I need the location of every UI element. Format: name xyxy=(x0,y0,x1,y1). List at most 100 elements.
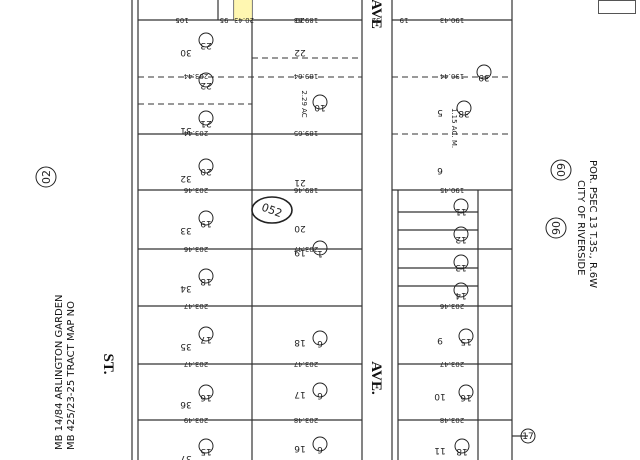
parcel-number-circle xyxy=(453,226,469,242)
parcel-number: 12 xyxy=(455,234,466,244)
parcel-number: 23 xyxy=(200,40,211,50)
dashed-lines xyxy=(138,57,512,135)
street-label-ave-bottom: AVE. xyxy=(368,361,384,395)
dimension-labels: 203.44 203.44 203.46 203.46 203.47 203.47 203.… xyxy=(175,16,464,424)
lot-number: 17 xyxy=(294,389,305,399)
dimension-mid: 203.47 xyxy=(294,360,319,368)
lot-number: 6 xyxy=(437,165,443,175)
parcel-number: 21 xyxy=(200,118,211,128)
lot-number: 22 xyxy=(294,47,305,57)
parcel-number: 10 xyxy=(314,102,326,112)
dimension-mid: 203.48 xyxy=(294,416,319,424)
dimension-mid: 189.63 xyxy=(294,16,319,24)
parcel-number-circle xyxy=(198,438,214,454)
parcel-number: 15 xyxy=(460,336,471,346)
lot-number: 5 xyxy=(437,107,443,117)
dimension-left: 203.44 xyxy=(183,129,208,137)
parcel-number-circle xyxy=(458,328,474,344)
parcel-number: 16 xyxy=(200,392,212,402)
right-acre-label: 1.15 AC. M. xyxy=(450,108,458,148)
parcel-number-circle xyxy=(312,382,328,398)
top-value: 95 xyxy=(220,16,229,24)
lot-number: 10 xyxy=(434,391,446,401)
side-note-right: POR. PSEC 13 T.3S., R.6W CITY OF RIVERSI… xyxy=(575,160,598,288)
street-label-st: ST. xyxy=(100,354,116,375)
parcel-number: 16 xyxy=(460,392,472,402)
parcel-number: 15 xyxy=(200,446,211,456)
dimension-mid: 203.47 xyxy=(294,245,319,253)
parcel-number-circle xyxy=(476,64,492,80)
parcel-number-circle xyxy=(312,240,328,256)
top-value: 32 xyxy=(372,16,381,24)
svg-text:MB 425/23-25 TRACT MAP NO: MB 425/23-25 TRACT MAP NO xyxy=(66,301,77,450)
parcel-number: 6 xyxy=(317,444,323,454)
parcel-number-circle xyxy=(198,72,214,88)
street-label-ave-top: AVE xyxy=(368,0,384,29)
parcel-number: 39 xyxy=(478,72,490,82)
book-page-ellipse xyxy=(251,196,293,224)
parcel-number: 18 xyxy=(200,276,212,286)
parcel-number: 38 xyxy=(458,108,470,118)
dimension-right: 203.46 xyxy=(439,302,464,310)
parcel-number-circle xyxy=(198,384,214,400)
parcel-number-circle xyxy=(198,326,214,342)
dimension-mid: 189.64 xyxy=(293,72,318,80)
dimension-left: 203.47 xyxy=(184,360,209,368)
dimension-right: 203.47 xyxy=(440,360,465,368)
corner-parcel-circle xyxy=(520,428,536,444)
dimension-left: 203.46 xyxy=(183,186,208,194)
lot-number: 36 xyxy=(180,399,192,409)
page-ref-right-bottom: 06 xyxy=(549,221,562,235)
parcel-number-circle xyxy=(198,268,214,284)
svg-text:MB 14/84 ARLINGTON GARDEN: MB 14/84 ARLINGTON GARDEN xyxy=(54,294,65,450)
lot-number: 32 xyxy=(180,173,191,183)
highlight xyxy=(234,0,252,20)
parcel-number: 17 xyxy=(200,334,211,344)
parcel-number-circle xyxy=(456,100,472,116)
top-right-box xyxy=(598,0,636,14)
parcel-number: 13 xyxy=(455,262,466,272)
dimension-right: 190.43 xyxy=(440,16,465,24)
dimension-left: 203.46 xyxy=(183,245,208,253)
dimension-right: 190.45 xyxy=(440,186,465,194)
parcel-number: 1 xyxy=(317,248,323,258)
parcel-number: 19 xyxy=(200,218,212,228)
dimension-right: 190.44 xyxy=(439,72,464,80)
lot-number: 11 xyxy=(434,445,445,455)
parcel-number: 22 xyxy=(200,80,211,90)
parcel-number-circle xyxy=(312,94,328,110)
page-ref-circles: 02 60 06 xyxy=(35,159,572,239)
lot-number: 19 xyxy=(294,247,306,257)
top-value: 20 xyxy=(296,16,305,24)
parcel-number-circle xyxy=(453,254,469,270)
dimension-left: 203.49 xyxy=(184,416,209,424)
page-ref-right-top: 60 xyxy=(554,163,567,177)
parcel-number: 11 xyxy=(455,206,466,216)
svg-text:POR. PSEC 13 T.3S., R.6W: POR. PSEC 13 T.3S., R.6W xyxy=(587,160,598,288)
parcel-number-circle xyxy=(198,32,214,48)
parcel-number: 6 xyxy=(317,390,323,400)
svg-text:CITY OF RIVERSIDE: CITY OF RIVERSIDE xyxy=(575,180,586,275)
parcel-number-circle xyxy=(312,436,328,452)
parcel-number-circle xyxy=(198,158,214,174)
top-value: 19 xyxy=(400,16,409,24)
dimension-mid: 189.46 xyxy=(293,186,318,194)
lot-number: 37 xyxy=(180,453,191,460)
top-value: 20.43 xyxy=(234,16,254,24)
parcel-number: 18 xyxy=(456,446,468,456)
dimension-left: 203.44 xyxy=(183,72,208,80)
page-ref-left: 02 xyxy=(40,170,53,184)
side-note-left: MB 14/84 ARLINGTON GARDEN MB 425/23-25 T… xyxy=(54,294,77,450)
lot-number: 35 xyxy=(180,341,191,351)
lot-number: 20 xyxy=(294,223,306,233)
parcel-number-circle xyxy=(454,438,470,454)
lot-number: 9 xyxy=(437,335,443,345)
dimension-mid: 189.65 xyxy=(294,129,319,137)
lot-number: 30 xyxy=(180,47,192,57)
corner-parcel-label: 17 xyxy=(522,432,533,442)
lot-number: 31 xyxy=(180,125,191,135)
